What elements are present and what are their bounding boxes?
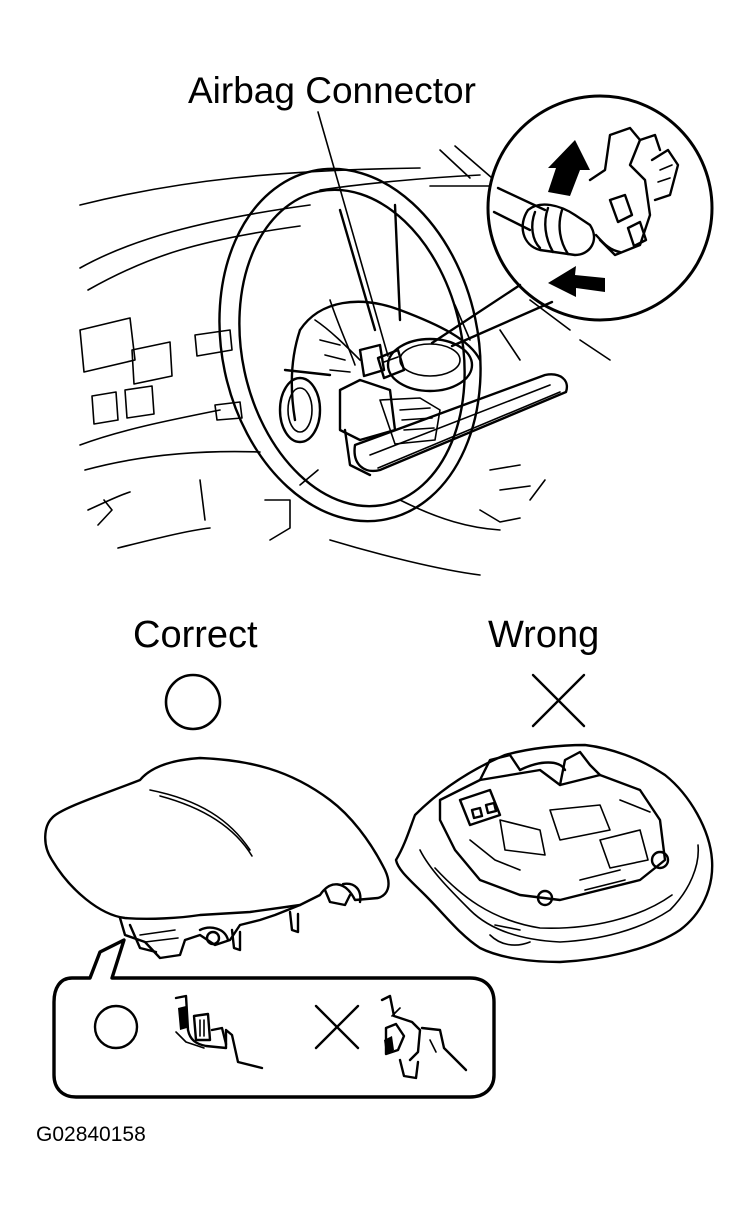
- callout-wrong-mark: [314, 1004, 360, 1050]
- correct-circle-mark: [164, 673, 222, 731]
- connector-detail-inset: [430, 94, 714, 348]
- dashboard-illustration: [79, 111, 611, 576]
- airbag-pad-correct: [44, 756, 390, 960]
- airbag-pad-wrong: [394, 743, 714, 964]
- correct-label: Correct: [133, 614, 258, 656]
- callout-box: [52, 938, 496, 1099]
- wrong-label: Wrong: [488, 614, 600, 656]
- wrong-cross-mark: [531, 673, 586, 728]
- figure-code-label: G02840158: [36, 1123, 146, 1146]
- airbag-connector-label: Airbag Connector: [188, 70, 476, 111]
- callout-correct-mark: [93, 1004, 139, 1050]
